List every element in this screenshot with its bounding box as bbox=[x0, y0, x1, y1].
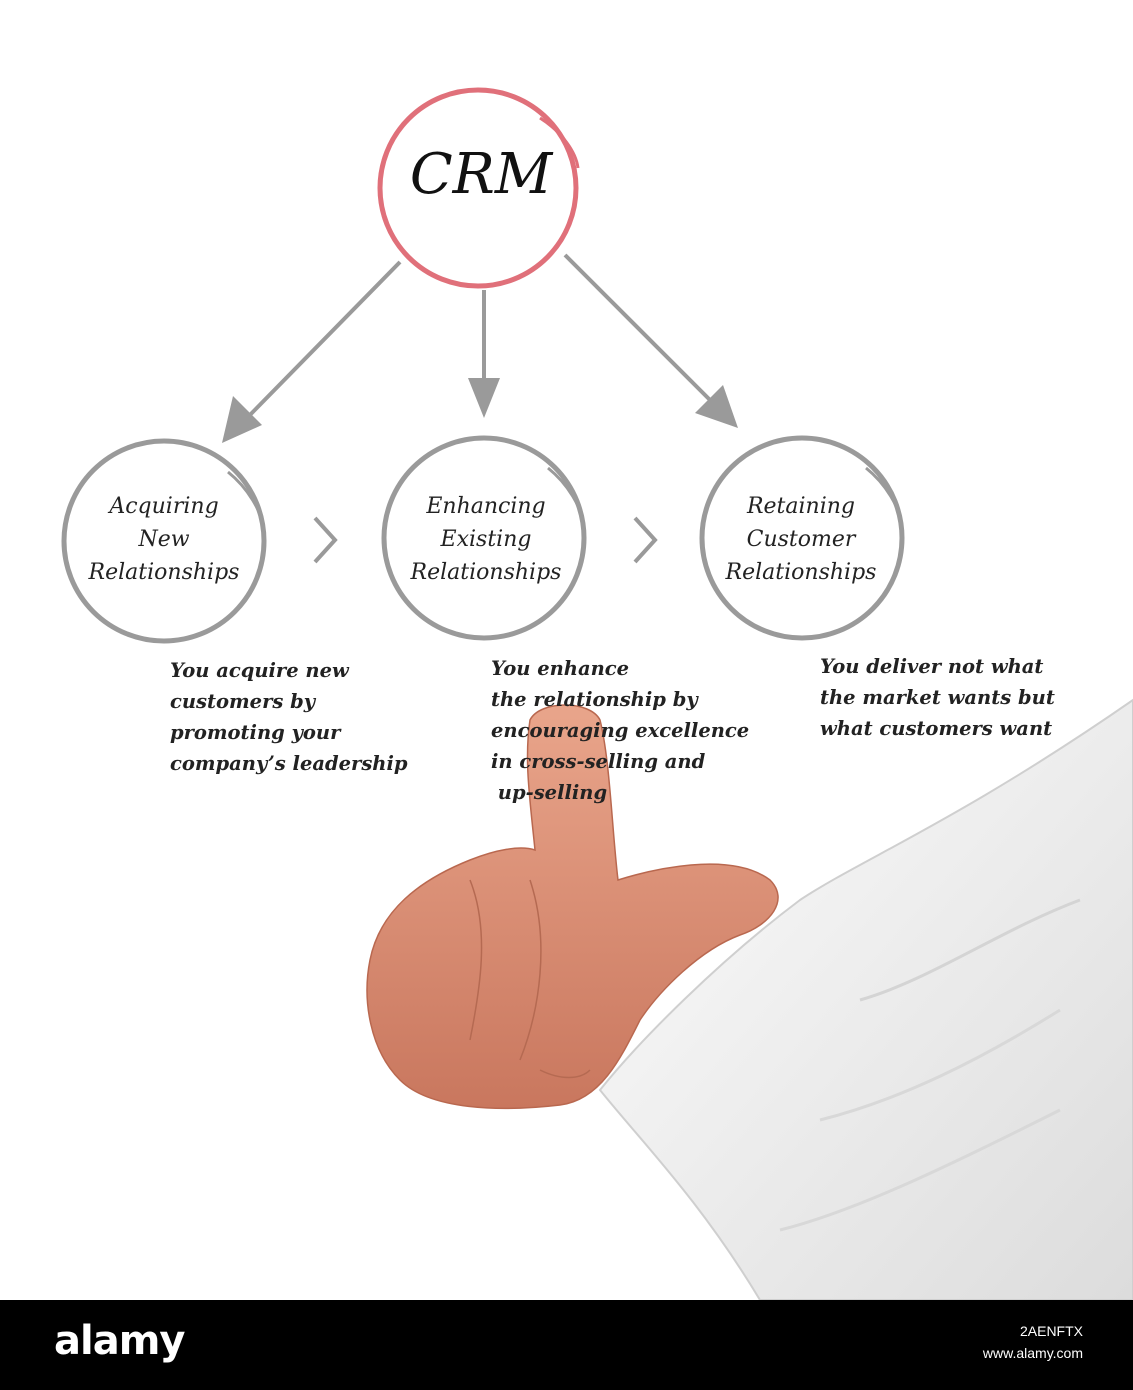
chevron-right-icon bbox=[633, 516, 658, 564]
alamy-logo: alamy bbox=[54, 1318, 185, 1364]
image-id: 2AENFTX bbox=[1019, 1323, 1083, 1339]
acquiring-line-3: Relationships bbox=[88, 560, 240, 585]
hand-pointing-icon bbox=[366, 698, 1133, 1301]
acquiring-desc-line: customers by bbox=[170, 690, 316, 713]
enhancing-description: You enhance the relationship by encourag… bbox=[491, 653, 749, 808]
crm-circle bbox=[377, 87, 580, 289]
enhancing-desc-line: the relationship by bbox=[491, 688, 698, 711]
arrow-to-acquiring bbox=[222, 260, 402, 443]
acquiring-label: Acquiring New Relationships bbox=[64, 490, 264, 589]
crm-diagram: CRM Acquiring New Relationships Enhancin… bbox=[61, 87, 1133, 1301]
acquiring-circle bbox=[61, 438, 267, 644]
retaining-description: You deliver not what the market wants bu… bbox=[820, 651, 1055, 744]
enhancing-line-2: Existing bbox=[440, 527, 532, 552]
crm-title: CRM bbox=[409, 142, 553, 207]
acquiring-desc-line: promoting your bbox=[170, 721, 341, 744]
enhancing-desc-line: encouraging excellence bbox=[491, 719, 750, 742]
acquiring-description: You acquire new customers by promoting y… bbox=[170, 655, 408, 779]
enhancing-desc-line: up-selling bbox=[491, 781, 608, 804]
acquiring-desc-line: company’s leadership bbox=[170, 752, 408, 775]
retaining-desc-line: You deliver not what bbox=[820, 655, 1044, 678]
enhancing-desc-line: You enhance bbox=[491, 657, 630, 680]
enhancing-label: Enhancing Existing Relationships bbox=[386, 490, 586, 589]
chevron-right-icon bbox=[313, 516, 338, 564]
retaining-line-1: Retaining bbox=[746, 494, 856, 519]
retaining-circle bbox=[699, 435, 905, 641]
retaining-desc-line: what customers want bbox=[820, 717, 1053, 740]
retaining-label: Retaining Customer Relationships bbox=[701, 490, 901, 589]
enhancing-line-1: Enhancing bbox=[426, 494, 546, 519]
enhancing-circle bbox=[381, 435, 587, 641]
retaining-desc-line: the market wants but bbox=[820, 686, 1055, 709]
site-url: www.alamy.com bbox=[982, 1345, 1083, 1361]
acquiring-line-2: New bbox=[138, 527, 190, 552]
enhancing-line-3: Relationships bbox=[410, 560, 562, 585]
image-info: 2AENFTX www.alamy.com bbox=[983, 1320, 1083, 1364]
retaining-line-2: Customer bbox=[746, 527, 856, 552]
retaining-line-3: Relationships bbox=[725, 560, 877, 585]
acquiring-desc-line: You acquire new bbox=[170, 659, 349, 682]
acquiring-line-1: Acquiring bbox=[109, 494, 219, 519]
arrow-to-enhancing bbox=[468, 290, 500, 418]
arrow-to-retaining bbox=[563, 253, 738, 428]
enhancing-desc-line: in cross-selling and bbox=[491, 750, 706, 773]
diagram-graphics bbox=[61, 87, 1133, 1301]
watermark-footer bbox=[0, 1300, 1133, 1390]
